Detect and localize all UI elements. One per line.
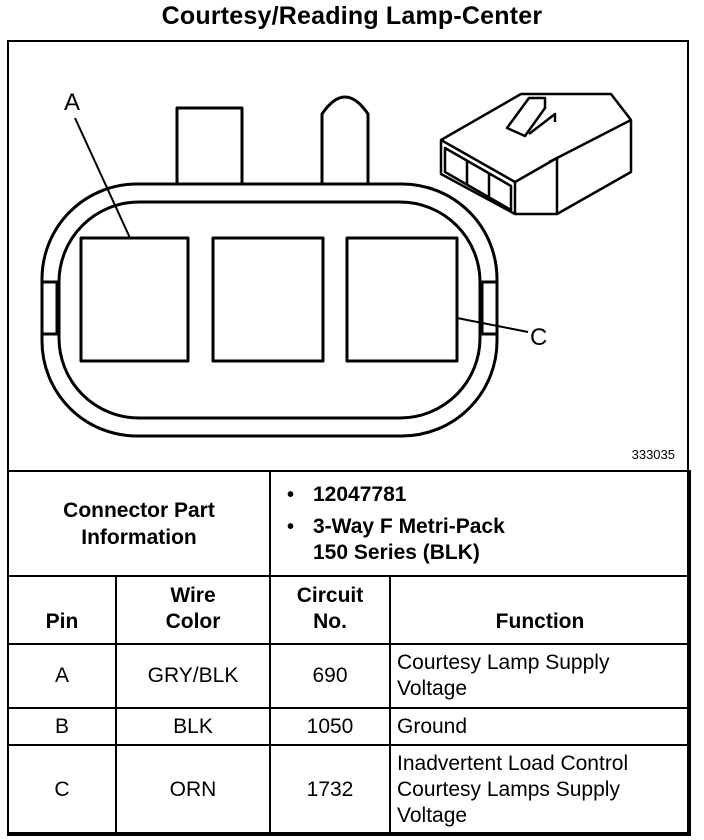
connector-type-line1: 3-Way F Metri-Pack (313, 515, 505, 538)
circuit-cell: 690 (269, 643, 391, 709)
connector-info-label-line2: Information (81, 525, 197, 549)
header-function: Function (389, 575, 691, 645)
connector-part-number: 12047781 (287, 482, 683, 508)
wire-color-cell: GRY/BLK (115, 643, 271, 709)
header-wire-color: Wire Color (115, 575, 271, 645)
table-row: B BLK 1050 Ground (7, 707, 691, 746)
header-wire-color-line2: Color (165, 610, 221, 633)
circuit-cell: 1732 (269, 744, 391, 836)
figure-number: 333035 (631, 447, 675, 462)
table-row: C ORN 1732 Inadvertent Load Control Cour… (7, 744, 691, 836)
callout-a-label: A (64, 89, 80, 116)
page-title: Courtesy/Reading Lamp-Center (161, 2, 543, 30)
connector-face-drawing: A C (40, 89, 633, 438)
connector-table: Connector Part Information 12047781 3-Wa… (7, 470, 691, 836)
circuit-cell: 1050 (269, 707, 391, 746)
function-line: Courtesy Lamps Supply (397, 778, 620, 801)
header-circuit: Circuit No. (269, 575, 391, 645)
connector-info-row: Connector Part Information 12047781 3-Wa… (7, 470, 691, 577)
connector-info-items: 12047781 3-Way F Metri-Pack 150 Series (… (269, 470, 691, 577)
function-line: Inadvertent Load Control (397, 752, 629, 775)
header-wire-color-line1: Wire (170, 584, 216, 607)
callout-c-label: C (530, 324, 547, 351)
pin-cell: C (7, 744, 117, 836)
connector-type: 3-Way F Metri-Pack 150 Series (BLK) (287, 514, 683, 566)
table-row: A GRY/BLK 690 Courtesy Lamp Supply Volta… (7, 643, 691, 709)
header-circuit-line2: No. (313, 610, 347, 633)
connector-diagram: A C 333035 (9, 42, 687, 470)
function-line: Courtesy Lamp Supply (397, 651, 610, 674)
connector-info-label-line1: Connector Part (63, 498, 215, 522)
function-line: Voltage (397, 804, 468, 827)
function-line: Voltage (397, 677, 468, 700)
function-cell: Inadvertent Load Control Courtesy Lamps … (389, 744, 691, 836)
table-header-row: Pin Wire Color Circuit No. Function (7, 575, 691, 645)
connector-info-label: Connector Part Information (7, 470, 271, 577)
function-cell: Ground (389, 707, 691, 746)
function-line: Ground (397, 714, 468, 738)
pin-cell: B (7, 707, 117, 746)
wire-color-cell: BLK (115, 707, 271, 746)
header-pin: Pin (7, 575, 117, 645)
pin-cell: A (7, 643, 117, 709)
function-cell: Courtesy Lamp Supply Voltage (389, 643, 691, 709)
connector-type-line2: 150 Series (BLK) (313, 541, 480, 564)
wire-color-cell: ORN (115, 744, 271, 836)
header-circuit-line1: Circuit (296, 584, 364, 607)
